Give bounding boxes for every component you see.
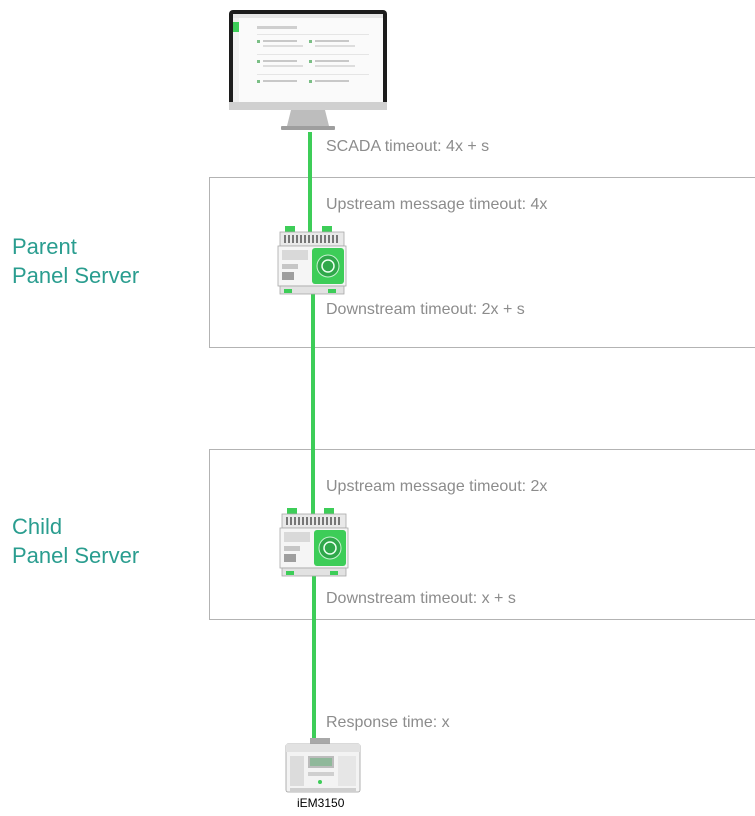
response-time-label: Response time: x [326, 714, 450, 731]
child-upstream-timeout-label: Upstream message timeout: 2x [326, 478, 548, 495]
parent-group-title: Parent Panel Server [12, 232, 139, 290]
parent-upstream-timeout-label: Upstream message timeout: 4x [326, 196, 548, 213]
parent-panel-server-icon [276, 226, 348, 296]
child-group-box [209, 449, 755, 620]
parent-group-box [209, 177, 755, 348]
parent-title-line1: Parent [12, 234, 77, 259]
parent-title-line2: Panel Server [12, 263, 140, 288]
parent-downstream-timeout-label: Downstream timeout: 2x + s [326, 301, 525, 318]
connection-line-parent-child [311, 290, 315, 520]
monitor-icon [229, 10, 387, 132]
child-title-line1: Child [12, 514, 63, 539]
child-title-line2: Panel Server [12, 543, 140, 568]
scada-timeout-label: SCADA timeout: 4x + s [326, 138, 490, 155]
energy-meter-icon [284, 738, 362, 794]
connection-line-child-meter [312, 575, 316, 747]
meter-model-label: iEM3150 [297, 796, 345, 810]
child-panel-server-icon [278, 508, 350, 578]
child-downstream-timeout-label: Downstream timeout: x + s [326, 590, 516, 607]
child-group-title: Child Panel Server [12, 512, 139, 570]
connection-line-monitor-parent [308, 132, 312, 242]
